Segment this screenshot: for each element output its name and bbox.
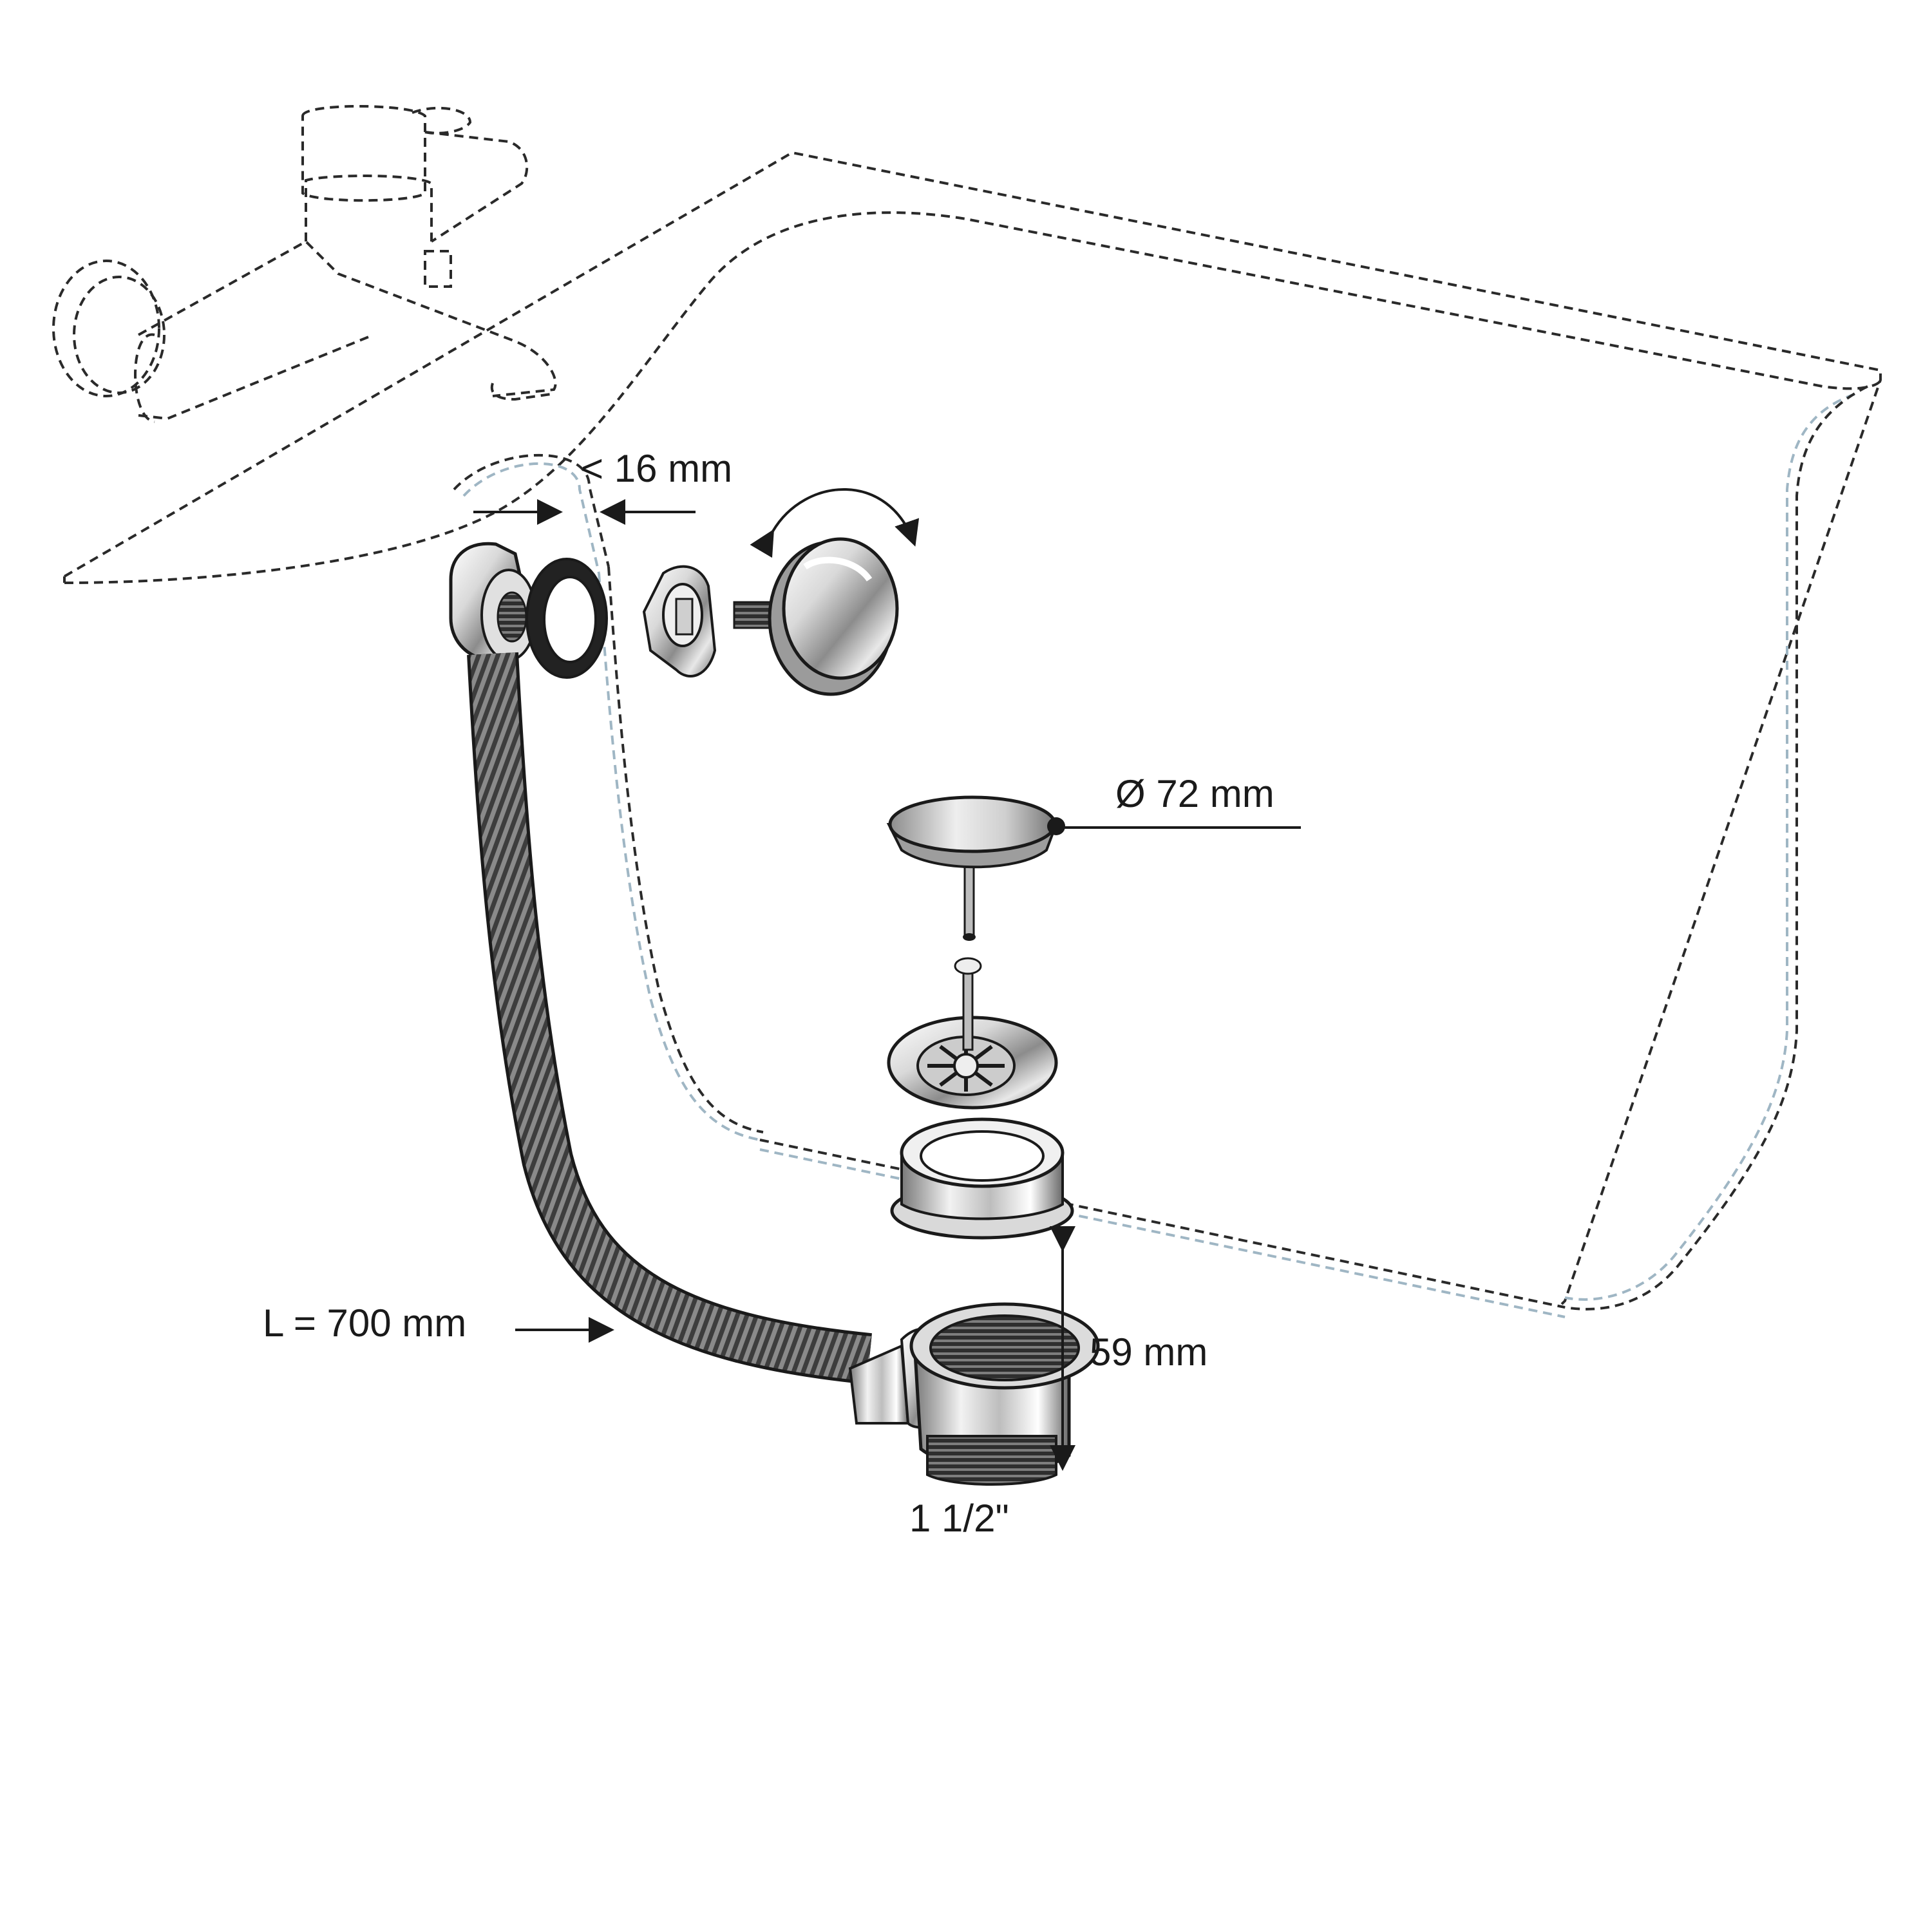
plug-spindle <box>954 865 982 1051</box>
bathtub-outline <box>63 151 1882 1318</box>
curved-double-arrow-icon <box>750 488 920 558</box>
plug-diameter-label: Ø 72 mm <box>1115 772 1274 815</box>
overflow-handle <box>733 537 899 696</box>
waste-outlet-body <box>848 1302 1100 1486</box>
overflow-body <box>449 542 537 663</box>
drain-flange <box>890 1117 1074 1240</box>
outlet-height-label: 59 mm <box>1090 1331 1208 1374</box>
outlet-thread-label: 1 1/2" <box>909 1497 1009 1540</box>
overflow-spacer <box>642 565 717 677</box>
drain-plug <box>886 795 1065 869</box>
flexible-hose <box>467 652 872 1385</box>
hose-length-label: L = 700 mm <box>263 1302 466 1345</box>
faucet-outline <box>52 105 557 423</box>
overflow-gap-label: < 16 mm <box>581 447 732 490</box>
overflow-gasket <box>526 558 608 679</box>
drain-strainer <box>887 1016 1058 1110</box>
